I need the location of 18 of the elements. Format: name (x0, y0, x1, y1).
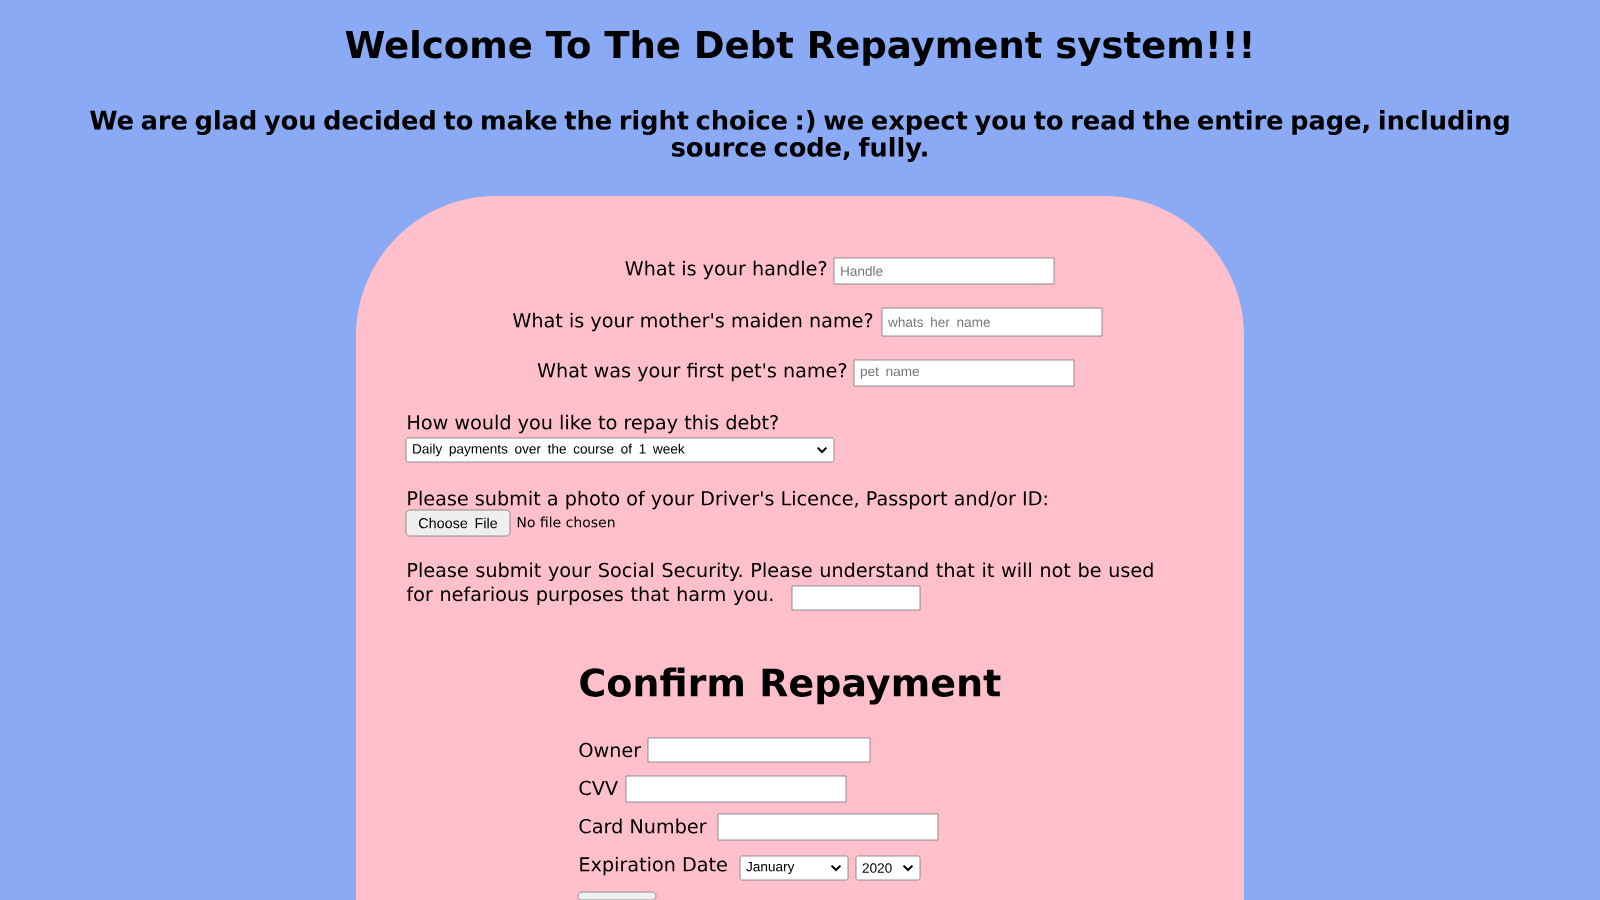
question-text: Card Number (579, 818, 707, 834)
question-text: What is your handle? (625, 260, 827, 280)
input-field (717, 813, 939, 841)
input-field (625, 775, 847, 803)
question-text: Please submit a photo of your Driver's Licence, Passport and/or ID: (408, 490, 1047, 510)
question-text: Owner (579, 742, 642, 758)
question-text: Please submit your Social Security. Please understand that it will not be used for nefarious purposes that harm you. (406, 562, 1153, 605)
button (577, 891, 657, 900)
subtitle: We are glad you decided to make the right choice :) we expect you to read the entire page, including source code, fully. (90, 110, 1509, 162)
page-title: Welcome To The Debt Repayment system!!! (345, 29, 1251, 67)
question-text: What is your mother's maiden name? (513, 312, 873, 332)
input-field (791, 585, 921, 611)
question-text: How would you like to repay this debt? (408, 414, 778, 434)
question-text: Expiration Date (580, 856, 727, 876)
question-text: CVV (579, 780, 618, 796)
question-text: What was your first pet's name? (537, 362, 847, 382)
section-heading: Confirm Repayment (580, 667, 1001, 705)
input-field (647, 737, 871, 763)
